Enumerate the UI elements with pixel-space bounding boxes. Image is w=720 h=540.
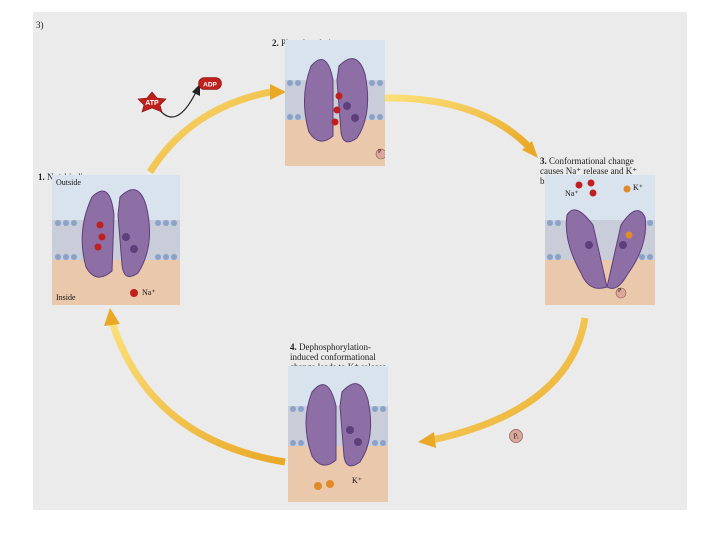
k-ion-label-3: K⁺ <box>633 183 643 192</box>
phosphate-label-2: P <box>378 149 382 155</box>
na-ion-label-1: Na⁺ <box>142 288 156 297</box>
adp-badge: ADP <box>198 77 222 90</box>
released-phosphate: Pᵢ <box>509 429 523 443</box>
step-2-number: 2. <box>272 38 279 48</box>
pi-label: Pᵢ <box>513 433 519 441</box>
atp-badge: ATP <box>137 91 167 113</box>
step-3-number: 3. <box>540 156 547 166</box>
phosphate-label-3: P <box>618 288 622 294</box>
arrow-2-to-3 <box>379 94 538 158</box>
figure-label: 3) <box>36 20 44 30</box>
panel-dephosphorylation: K⁺ <box>288 366 388 502</box>
k-ion-label-4: K⁺ <box>352 476 362 485</box>
step-1-number: 1. <box>38 172 45 182</box>
na-ion-label-3: Na⁺ <box>565 189 579 198</box>
inside-label: Inside <box>56 293 76 302</box>
arrow-3-to-4 <box>418 317 589 448</box>
adp-label: ADP <box>203 82 217 89</box>
arrow-4-to-1 <box>104 308 286 466</box>
panel-na-binding: Outside Inside Na⁺ <box>52 175 180 305</box>
arrow-1-to-2 <box>147 84 286 174</box>
panel-conformational-change: Na⁺ K⁺ P <box>545 175 655 305</box>
panel-phosphorylation: P <box>285 40 385 166</box>
atp-label: ATP <box>145 100 159 107</box>
step-4-number: 4. <box>290 342 297 352</box>
outside-label: Outside <box>56 178 81 187</box>
